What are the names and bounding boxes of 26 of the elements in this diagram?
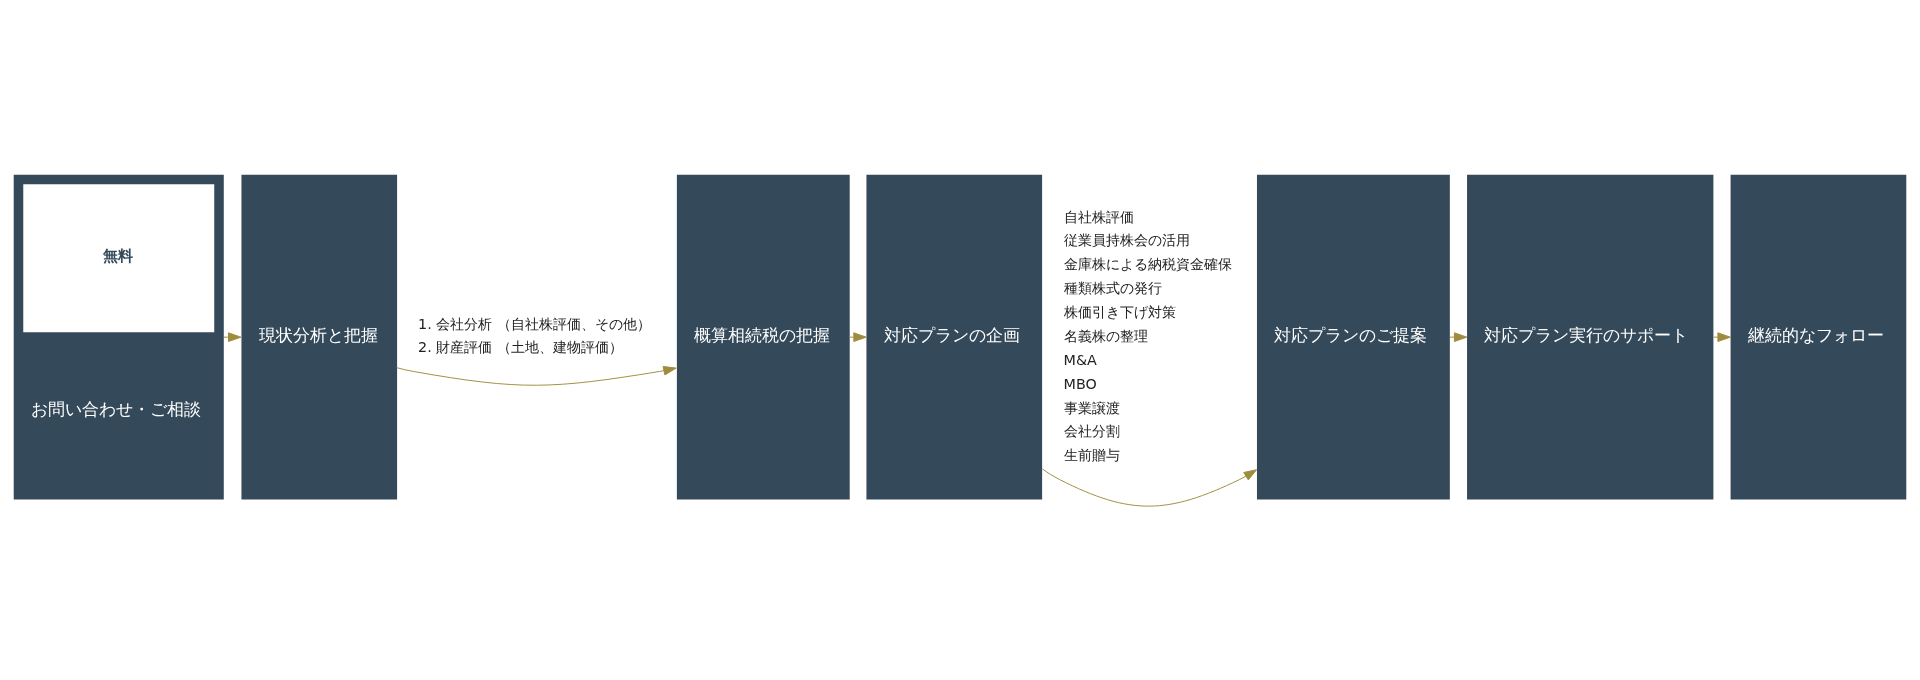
node-label: 種類株式の発行	[1063, 279, 1162, 296]
node-label: MBO	[1063, 375, 1097, 392]
node-label: 名義株の整理	[1063, 327, 1148, 344]
node-box: 無料 お問い合わせ・ご相談	[13, 174, 224, 499]
node-label: 1. 会社分析 （自社株評価、その他）	[418, 315, 651, 332]
node-box: 対応プランの企画	[866, 174, 1043, 499]
node-label: 従業員持株会の活用	[1063, 231, 1190, 248]
node-label: 事業譲渡	[1063, 399, 1120, 416]
node-box: 対応プランのご提案	[1256, 174, 1450, 499]
node-label: 2. 財産評価 （土地、建物評価）	[418, 338, 623, 355]
arrow	[848, 331, 867, 342]
node-label: 株価引き下げ対策	[1063, 303, 1176, 320]
node-label: 会社分割	[1063, 422, 1120, 439]
arrow	[1713, 331, 1731, 342]
arrow	[396, 365, 677, 386]
node-box: 概算相続税の把握	[676, 174, 850, 499]
arrow	[1449, 331, 1468, 342]
node-label: M&A	[1063, 351, 1097, 368]
node-label: 生前贈与	[1063, 446, 1120, 463]
node-label: 金庫株による納税資金確保	[1063, 255, 1232, 272]
node-box: 対応プラン実行のサポート	[1467, 174, 1714, 499]
node-label: 自社株評価	[1063, 208, 1134, 225]
node-box: 現状分析と把握	[241, 174, 398, 499]
arrow	[223, 331, 242, 342]
arrow	[1041, 468, 1258, 507]
node-box: 継続的なフォロー	[1730, 174, 1907, 499]
